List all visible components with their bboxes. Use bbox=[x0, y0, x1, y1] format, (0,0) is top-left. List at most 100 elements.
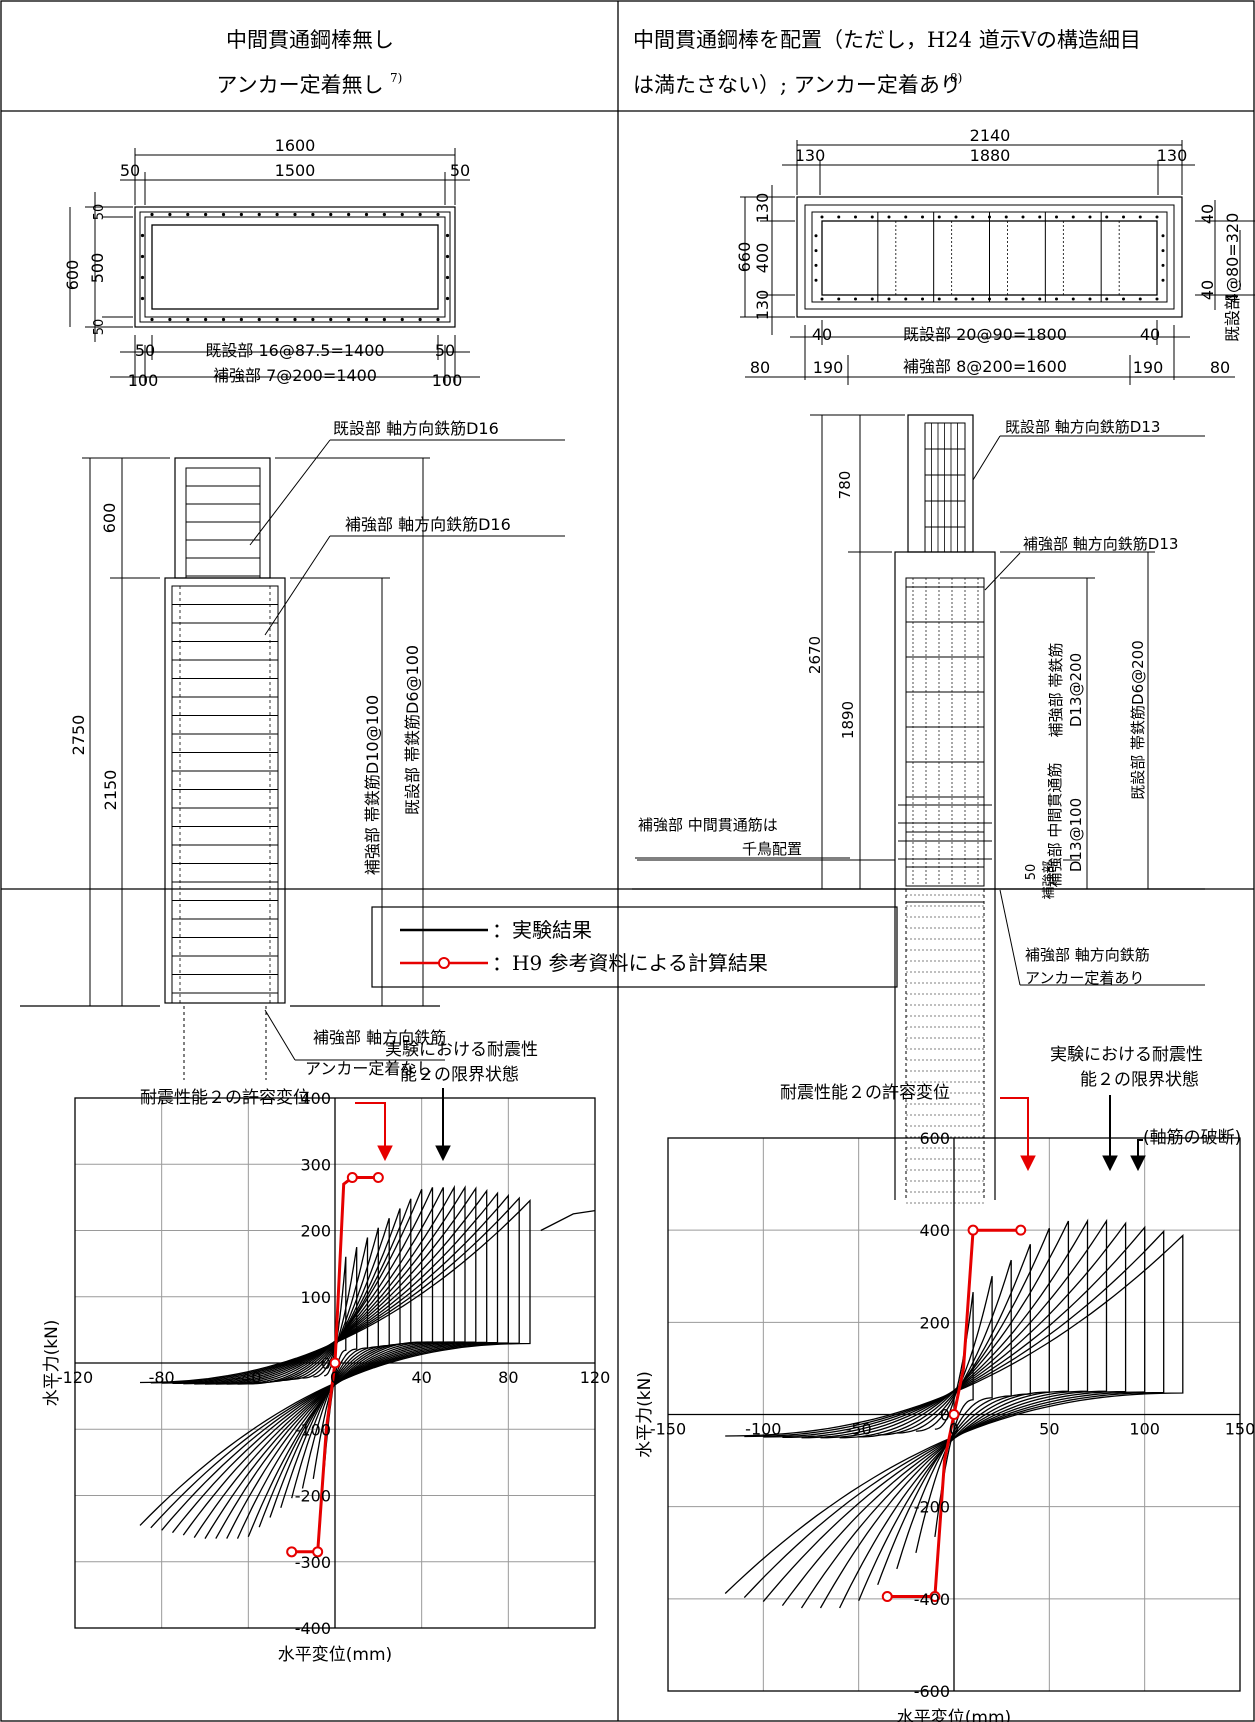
left-dim-600-elev: 600 bbox=[100, 503, 119, 534]
rebar-dot bbox=[1122, 297, 1125, 301]
right-existing-spacing: 既設部 20@90=1800 bbox=[903, 325, 1067, 344]
rebar-dot bbox=[854, 297, 857, 301]
hysteresis-loop bbox=[204, 1185, 466, 1539]
rebar-dot bbox=[954, 215, 958, 219]
right-through-label-2: D13@100 bbox=[1067, 798, 1085, 872]
rebar-dot bbox=[1088, 215, 1092, 219]
y-axis-title: 水平力(kN) bbox=[42, 1320, 62, 1407]
left-elevation-hoops bbox=[172, 485, 278, 1003]
right-header-line1: 中間貫通鋼棒を配置（ただし，H24 道示Ⅴの構造細目 bbox=[633, 28, 1141, 52]
rebar-dot bbox=[150, 317, 154, 322]
rebar-dot bbox=[937, 215, 941, 219]
rebar-dot bbox=[1122, 215, 1125, 219]
rebar-dot bbox=[436, 317, 440, 322]
right-existing-hoop-label: 既設部 帯鉄筋D6@200 bbox=[1129, 640, 1147, 800]
right-section-existing bbox=[804, 204, 1175, 310]
y-tick-label: -200 bbox=[295, 1487, 331, 1506]
right-dim-130-right: 130 bbox=[1157, 146, 1188, 165]
rebar-dot bbox=[140, 296, 145, 301]
left-dim-50-top: 50 bbox=[92, 204, 107, 221]
rebar-dot bbox=[347, 212, 351, 217]
right-reinf-axial-label: 補強部 軸方向鉄筋D13 bbox=[1023, 535, 1178, 553]
rebar-dot bbox=[820, 297, 824, 301]
hysteresis-loop bbox=[193, 1186, 477, 1538]
legend-box bbox=[371, 906, 898, 988]
x-tick-label: 40 bbox=[411, 1368, 431, 1387]
rebar-dot bbox=[837, 215, 841, 219]
rebar-dot bbox=[870, 297, 874, 301]
annotation-allowable: 耐震性能２の許容変位 bbox=[780, 1083, 950, 1103]
rebar-dot bbox=[239, 212, 243, 217]
right-dim-existing-label: 既設部 bbox=[1223, 294, 1242, 342]
left-anchor-label-1: 補強部 軸方向鉄筋 bbox=[313, 1028, 446, 1047]
left-dim-50-br: 50 bbox=[435, 341, 455, 360]
x-tick-label: 120 bbox=[580, 1368, 611, 1387]
rebar-dot bbox=[954, 297, 958, 301]
hysteresis-loop bbox=[247, 1188, 423, 1538]
rebar-dot bbox=[239, 317, 243, 322]
right-through-label-1: 補強部 中間貫通筋 bbox=[1046, 763, 1064, 888]
rebar-dot bbox=[1004, 215, 1008, 219]
hysteresis-loop bbox=[819, 1218, 1089, 1609]
hysteresis-loop bbox=[139, 1199, 531, 1526]
rebar-dot bbox=[221, 212, 226, 217]
hysteresis-loop bbox=[182, 1188, 488, 1536]
left-section-hoop-outer bbox=[144, 216, 446, 318]
x-axis-title: 水平変位(mm) bbox=[897, 1708, 1011, 1722]
calc-point bbox=[346, 1172, 358, 1183]
limit-arrow-head bbox=[1102, 1155, 1118, 1172]
right-dim-130-bottom: 130 bbox=[753, 290, 772, 321]
left-section-outer bbox=[134, 206, 456, 328]
left-header-ref: 7) bbox=[390, 71, 402, 85]
right-section-outer bbox=[796, 196, 1183, 318]
y-tick-label: 0 bbox=[940, 1406, 950, 1425]
rebar-dot bbox=[445, 296, 450, 301]
rebar-dot bbox=[1038, 215, 1042, 219]
rebar-dot bbox=[186, 317, 190, 322]
left-existing-hoop-label: 既設部 帯鉄筋D6@100 bbox=[403, 645, 422, 815]
hysteresis-loop bbox=[280, 1218, 390, 1508]
right-elevation-hoops bbox=[898, 423, 992, 1204]
rebar-dot bbox=[140, 233, 145, 238]
right-dim-50: 50 bbox=[1024, 864, 1039, 881]
rebar-dot bbox=[140, 275, 145, 280]
left-existing-axial-label: 既設部 軸方向鉄筋D16 bbox=[333, 419, 499, 438]
right-dim-40-bottom: 40 bbox=[1198, 280, 1217, 300]
right-dim-40-right: 40 bbox=[1140, 325, 1160, 344]
left-dim-50-bl: 50 bbox=[135, 341, 155, 360]
rebar-dot bbox=[1138, 215, 1142, 219]
rebar-dot bbox=[887, 215, 891, 219]
rebar-dot bbox=[311, 212, 315, 217]
limit-arrow-head bbox=[435, 1145, 451, 1162]
left-dim-100-left: 100 bbox=[128, 371, 159, 390]
y-tick-label: 400 bbox=[300, 1089, 331, 1108]
allowable-arrow-head bbox=[377, 1145, 393, 1162]
rebar-dot bbox=[221, 317, 226, 322]
right-dim-80-left: 80 bbox=[750, 358, 770, 377]
right-dim-190-left: 190 bbox=[813, 358, 844, 377]
hysteresis-loop bbox=[839, 1220, 1070, 1609]
hysteresis-loop bbox=[877, 1243, 1031, 1586]
right-dim-780: 780 bbox=[836, 471, 854, 500]
hysteresis-loop bbox=[934, 1292, 974, 1537]
hysteresis-loop bbox=[171, 1191, 499, 1534]
rebar-dot bbox=[887, 297, 891, 301]
annotation-limit-1: 実験における耐震性 bbox=[1050, 1045, 1203, 1065]
calc-point bbox=[1015, 1224, 1027, 1236]
calc-point bbox=[929, 1591, 941, 1603]
rebar-dot bbox=[382, 212, 386, 217]
hysteresis-loop bbox=[896, 1259, 1012, 1570]
right-dim-2670: 2670 bbox=[806, 636, 824, 674]
rebar-dot bbox=[814, 263, 818, 267]
rebar-dot bbox=[937, 297, 941, 301]
left-dim-100-right: 100 bbox=[432, 371, 463, 390]
y-tick-label: -300 bbox=[295, 1553, 331, 1572]
rebar-dot bbox=[1105, 297, 1109, 301]
right-dim-40-top: 40 bbox=[1198, 204, 1217, 224]
hysteresis-loop bbox=[724, 1233, 1184, 1594]
right-dim-1890: 1890 bbox=[839, 701, 857, 739]
calc-point bbox=[967, 1224, 979, 1236]
rebar-dot bbox=[311, 317, 315, 322]
left-elevation bbox=[20, 439, 565, 1080]
